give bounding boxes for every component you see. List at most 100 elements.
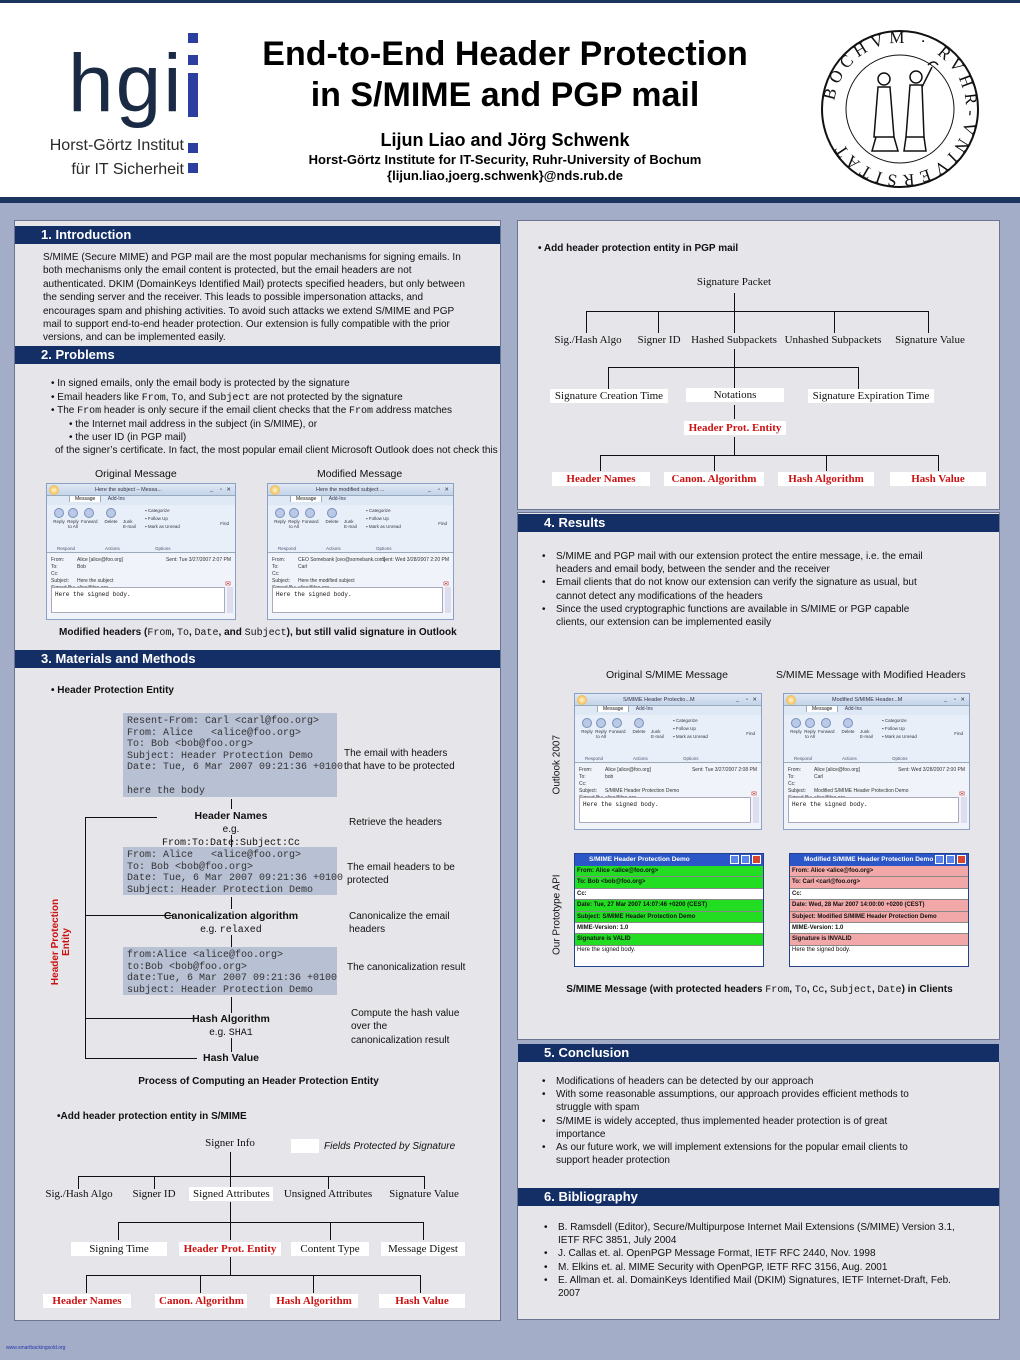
ribbon-option[interactable]: ▪ Categorize <box>673 718 698 723</box>
office-button-icon[interactable] <box>786 695 796 705</box>
ribbon-button[interactable]: Forward <box>818 718 835 734</box>
signature-icon[interactable]: ✉ <box>443 581 449 588</box>
signature-icon[interactable]: ✉ <box>751 791 757 798</box>
tab-add-ins[interactable]: Add-Ins <box>635 706 653 712</box>
ribbon-option[interactable]: ▪ Categorize <box>882 718 907 723</box>
scrollbar[interactable] <box>961 797 967 823</box>
demo-body: Here the signed body. <box>792 946 851 953</box>
institute-line2: für IT Sicherheit <box>71 161 184 178</box>
tab-add-ins[interactable]: Add-Ins <box>844 706 862 712</box>
scrollbar[interactable] <box>227 587 233 613</box>
office-button-icon[interactable] <box>270 485 280 495</box>
ribbon-button[interactable]: Forward <box>609 718 626 734</box>
ribbon-button[interactable]: Reply to All <box>802 718 818 739</box>
results-caption: S/MIME Message (with protected headers F… <box>566 984 953 996</box>
close-icon[interactable]: ✕ <box>960 697 965 703</box>
maximize-icon[interactable]: ▫ <box>954 697 956 703</box>
demo-header-row: MIME-Version: 1.0 <box>790 923 968 935</box>
ribbon-option[interactable]: ▪ Categorize <box>366 508 391 513</box>
section-problems-heading: 2. Problems <box>15 346 500 364</box>
ribbon-option[interactable]: ▪ Follow Up <box>366 516 389 521</box>
minimize-icon[interactable] <box>730 855 739 864</box>
ribbon-button[interactable]: Reply to All <box>65 508 81 529</box>
ribbon-option[interactable]: ▪ Mark as Unread <box>145 524 180 529</box>
maximize-icon[interactable] <box>946 855 955 864</box>
tab-message[interactable]: Message <box>806 705 839 712</box>
ribbon-button[interactable]: Reply to All <box>593 718 609 739</box>
find-button[interactable]: Find <box>438 521 447 526</box>
demo-header-row: MIME-Version: 1.0 <box>575 923 763 935</box>
ribbon-button[interactable]: Delete <box>103 508 119 524</box>
hash-value-step: Hash Value <box>202 1052 260 1064</box>
retrieve-note: Retrieve the headers <box>349 817 442 828</box>
junk-button[interactable]: Junk E-mail <box>344 519 357 529</box>
signature-icon[interactable]: ✉ <box>959 791 965 798</box>
close-icon[interactable]: ✕ <box>752 697 757 703</box>
maximize-icon[interactable]: ▫ <box>220 487 222 493</box>
minimize-icon[interactable] <box>935 855 944 864</box>
find-button[interactable]: Find <box>746 731 755 736</box>
window-titlebar[interactable]: S/MIME Header Protectio...M_▫✕ <box>575 694 761 706</box>
junk-button[interactable]: Junk E-mail <box>123 519 136 529</box>
ribbon-button[interactable]: Reply <box>272 508 288 524</box>
tree-line <box>600 455 601 471</box>
code-cc: Cc <box>812 985 825 996</box>
conclusion-list: Modifications of headers can be detected… <box>542 1075 932 1167</box>
demo-titlebar[interactable]: Modified S/MIME Header Protection Demo <box>790 854 968 866</box>
ribbon-button[interactable]: Forward <box>302 508 319 524</box>
code-subject: Subject <box>208 393 251 404</box>
junk-button[interactable]: Junk E-mail <box>651 729 664 739</box>
close-icon[interactable]: ✕ <box>226 487 231 493</box>
ribbon-option[interactable]: ▪ Follow Up <box>673 726 696 731</box>
code-example: relaxed <box>219 925 262 936</box>
tab-add-ins[interactable]: Add-Ins <box>328 496 346 502</box>
signature-icon[interactable]: ✉ <box>225 581 231 588</box>
demo-header-row: To: Bob <bob@foo.org> <box>575 877 763 889</box>
maximize-icon[interactable]: ▫ <box>746 697 748 703</box>
minimize-icon[interactable]: _ <box>943 697 947 703</box>
text-span: • The <box>51 405 78 416</box>
smime-leaf: Canon. Algorithm <box>155 1294 247 1308</box>
close-icon[interactable] <box>957 855 966 864</box>
ribbon-option[interactable]: ▪ Mark as Unread <box>673 734 708 739</box>
find-button[interactable]: Find <box>954 731 963 736</box>
window-titlebar[interactable]: Here the subject – Messa..._▫✕ <box>47 484 235 496</box>
ribbon-option[interactable]: ▪ Mark as Unread <box>882 734 917 739</box>
junk-button[interactable]: Junk E-mail <box>860 729 873 739</box>
minimize-icon[interactable]: _ <box>427 487 431 493</box>
find-button[interactable]: Find <box>220 521 229 526</box>
close-icon[interactable] <box>752 855 761 864</box>
ribbon-option[interactable]: ▪ Categorize <box>145 508 170 513</box>
scrollbar[interactable] <box>753 797 759 823</box>
ribbon-button[interactable]: Delete <box>324 508 340 524</box>
window-titlebar[interactable]: Modified S/MIME Header...M_▫✕ <box>784 694 969 706</box>
ribbon-button[interactable]: Reply <box>788 718 804 734</box>
ribbon-button[interactable]: Reply <box>51 508 67 524</box>
office-button-icon[interactable] <box>577 695 587 705</box>
scrollbar[interactable] <box>445 587 451 613</box>
tab-add-ins[interactable]: Add-Ins <box>107 496 125 502</box>
ribbon-button[interactable]: Reply to All <box>286 508 302 529</box>
tab-message[interactable]: Message <box>290 495 323 502</box>
minimize-icon[interactable]: _ <box>209 487 213 493</box>
demo-titlebar[interactable]: S/MIME Header Protection Demo <box>575 854 763 866</box>
ribbon-option[interactable]: ▪ Follow Up <box>882 726 905 731</box>
tab-message[interactable]: Message <box>597 705 630 712</box>
ribbon-button[interactable]: Reply <box>579 718 595 734</box>
maximize-icon[interactable]: ▫ <box>438 487 440 493</box>
tree-line <box>230 1152 231 1176</box>
ribbon-option[interactable]: ▪ Mark as Unread <box>366 524 401 529</box>
ribbon-option[interactable]: ▪ Follow Up <box>145 516 168 521</box>
ribbon-button[interactable]: Forward <box>81 508 98 524</box>
window-titlebar[interactable]: Here the modified subject ..._▫✕ <box>268 484 453 496</box>
header-row: To:Carl <box>788 774 824 780</box>
minimize-icon[interactable]: _ <box>735 697 739 703</box>
office-button-icon[interactable] <box>49 485 59 495</box>
tab-message[interactable]: Message <box>69 495 102 502</box>
ribbon-button[interactable]: Delete <box>840 718 856 734</box>
maximize-icon[interactable] <box>741 855 750 864</box>
section-introduction-heading: 1. Introduction <box>15 226 500 244</box>
close-icon[interactable]: ✕ <box>444 487 449 493</box>
ribbon-button[interactable]: Delete <box>631 718 647 734</box>
